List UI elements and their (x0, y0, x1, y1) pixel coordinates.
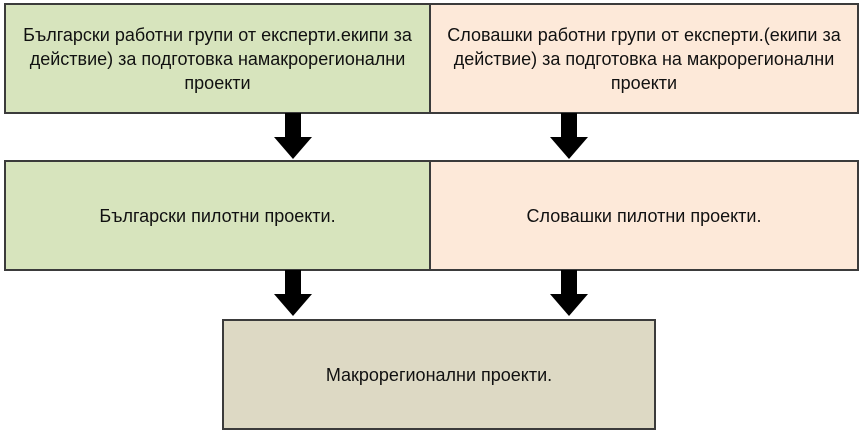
down-arrow-icon (550, 270, 588, 316)
macroregional-projects-label: Макрорегионални проекти. (325, 364, 553, 385)
bulgarian-pilot-projects-label: Български пилотни проекти. (99, 205, 336, 226)
bulgarian-pilot-projects-box: Български пилотни проекти. (4, 160, 431, 271)
bulgarian-working-groups-box: Български работни групи от експерти.екип… (4, 3, 431, 114)
down-arrow-icon (550, 113, 588, 159)
down-arrow-icon (274, 270, 312, 316)
bulgarian-working-groups-label: Български работни групи от експерти.екип… (23, 24, 412, 93)
slovak-pilot-projects-box: Словашки пилотни проекти. (429, 160, 859, 271)
macroregional-projects-box: Макрорегионални проекти. (222, 319, 656, 430)
down-arrow-icon (274, 113, 312, 159)
slovak-pilot-projects-label: Словашки пилотни проекти. (526, 205, 762, 226)
slovak-working-groups-label: Словашки работни групи от експерти.(екип… (447, 24, 841, 93)
slovak-working-groups-box: Словашки работни групи от експерти.(екип… (429, 3, 859, 114)
